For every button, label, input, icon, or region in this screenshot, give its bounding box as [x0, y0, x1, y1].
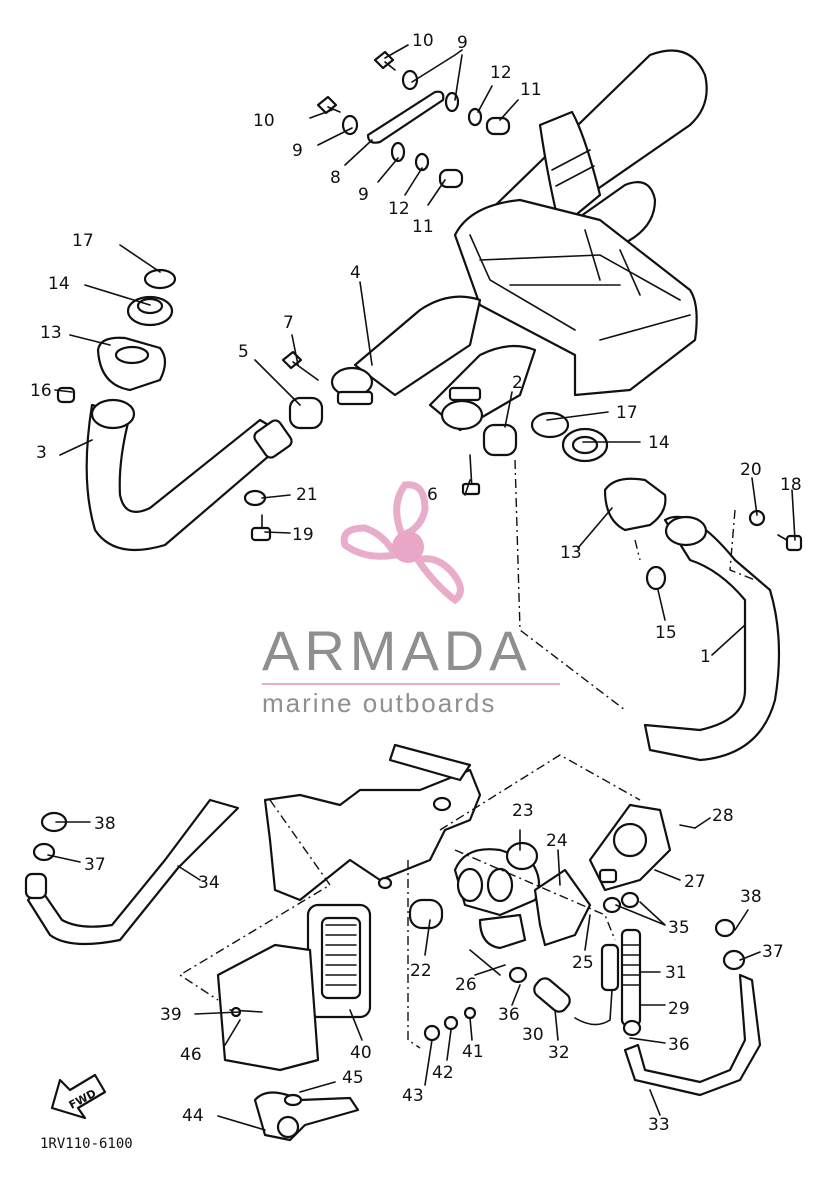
callout-13-right: 13	[560, 543, 582, 563]
callout-27: 27	[684, 872, 706, 892]
propeller-logo-icon	[340, 481, 464, 605]
callout-15: 15	[655, 623, 677, 643]
callout-9-lower: 9	[358, 185, 369, 205]
callout-22: 22	[410, 961, 432, 981]
brand-tagline: marine outboards	[262, 688, 496, 718]
callout-14-left: 14	[48, 274, 70, 294]
callout-labels: 10 9 12 11 10 9 8 9 12 11 17 14 13 16 3 …	[30, 31, 802, 1135]
callout-6: 6	[427, 485, 438, 505]
callout-38-right: 38	[740, 887, 762, 907]
callout-13-left: 13	[40, 323, 62, 343]
connector-line-lower-2	[407, 860, 421, 1049]
callout-10-top: 10	[412, 31, 434, 51]
callout-46: 46	[180, 1045, 202, 1065]
connector-line-lower-1	[178, 799, 332, 1001]
callout-16: 16	[30, 381, 52, 401]
callout-31: 31	[665, 963, 687, 983]
callout-5: 5	[238, 342, 249, 362]
callout-4: 4	[350, 263, 361, 283]
callout-35: 35	[668, 918, 690, 938]
callout-9-top: 9	[457, 33, 468, 53]
callout-44: 44	[182, 1106, 204, 1126]
callout-42: 42	[432, 1063, 454, 1083]
callout-14-right: 14	[648, 433, 670, 453]
callout-21: 21	[296, 485, 318, 505]
propeller-hub	[392, 531, 424, 563]
callout-37-left: 37	[84, 855, 106, 875]
callout-12-top: 12	[490, 63, 512, 83]
callout-37-right: 37	[762, 942, 784, 962]
callout-38-left: 38	[94, 814, 116, 834]
callout-11-top: 11	[520, 80, 542, 100]
callout-20: 20	[740, 460, 762, 480]
callout-18: 18	[780, 475, 802, 495]
callout-11-lower: 11	[412, 217, 434, 237]
callout-43: 43	[402, 1086, 424, 1106]
callout-1: 1	[700, 647, 711, 667]
mount-hardware	[316, 50, 511, 189]
callout-12-lower: 12	[388, 199, 410, 219]
callout-26: 26	[455, 975, 477, 995]
callout-17-left: 17	[72, 231, 94, 251]
muffler-assembly	[330, 49, 708, 432]
leader-lines	[47, 44, 796, 1131]
callout-10-left: 10	[253, 111, 275, 131]
callout-34: 34	[198, 873, 220, 893]
center-hardware	[243, 423, 518, 542]
callout-7: 7	[283, 313, 294, 333]
connector-line-lower-3	[439, 754, 641, 831]
callout-25: 25	[572, 953, 594, 973]
drawing-code: 1RV110-6100	[40, 1136, 133, 1152]
callout-45: 45	[342, 1068, 364, 1088]
exhaust-pipe-left	[56, 268, 324, 552]
callout-33: 33	[648, 1115, 670, 1135]
callout-23: 23	[512, 801, 534, 821]
callout-29: 29	[668, 999, 690, 1019]
callout-24: 24	[546, 831, 568, 851]
callout-17-right: 17	[616, 403, 638, 423]
clamp-front	[330, 366, 374, 406]
callout-40: 40	[350, 1043, 372, 1063]
callout-28: 28	[712, 806, 734, 826]
callout-8: 8	[330, 168, 341, 188]
forward-direction-arrow: FWD	[50, 1073, 107, 1120]
callout-30: 30	[522, 1025, 544, 1045]
callout-36-left: 36	[498, 1005, 520, 1025]
callout-41: 41	[462, 1042, 484, 1062]
callout-3: 3	[36, 443, 47, 463]
connector-line-clamp	[634, 539, 641, 561]
callout-32: 32	[548, 1043, 570, 1063]
air-induction-assembly	[24, 743, 762, 1142]
callout-36-right: 36	[668, 1035, 690, 1055]
connector-line-bracket	[729, 509, 756, 581]
callout-19: 19	[292, 525, 314, 545]
callout-2: 2	[512, 373, 523, 393]
callout-9-left: 9	[292, 141, 303, 161]
armada-watermark: ARMADA marine outboards	[262, 481, 560, 718]
callout-39: 39	[160, 1005, 182, 1025]
clamp-rear	[440, 386, 484, 431]
brand-name: ARMADA	[262, 619, 532, 682]
